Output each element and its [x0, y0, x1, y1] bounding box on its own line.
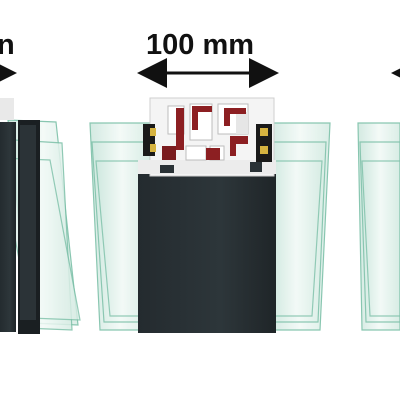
profile-right	[357, 122, 400, 331]
dimension-label-center: 100 mm	[146, 29, 255, 61]
profile-center	[89, 97, 331, 333]
profile-left	[0, 98, 81, 334]
frame-body	[138, 170, 276, 333]
dimension-label-left-fragment: n	[0, 29, 15, 61]
